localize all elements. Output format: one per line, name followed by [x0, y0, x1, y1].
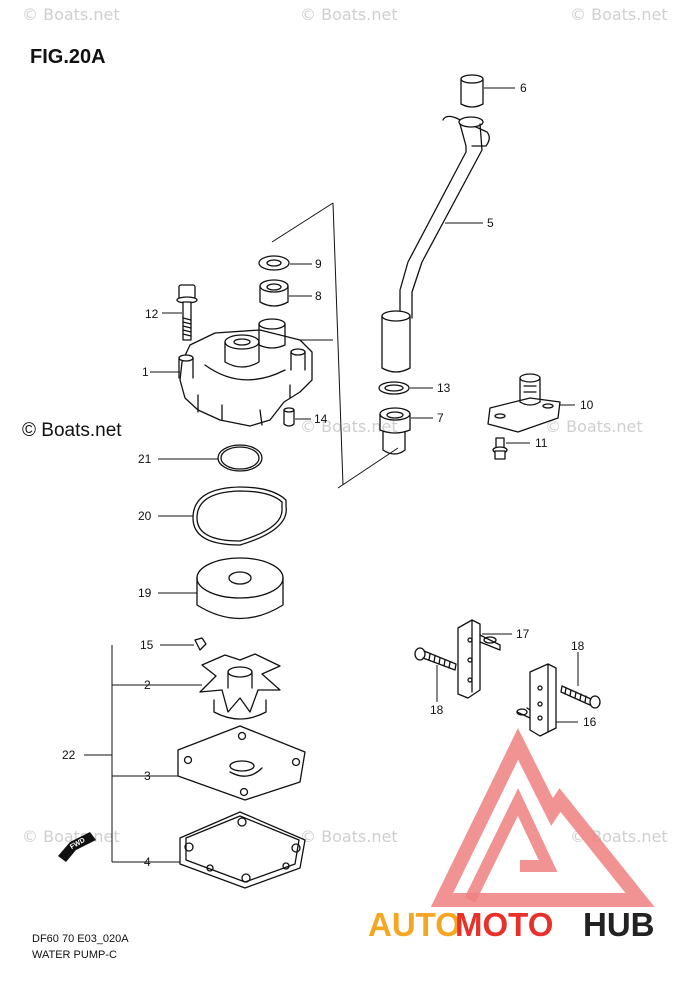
part-10-water-inlet	[487, 373, 561, 433]
callout-4: 4	[144, 855, 151, 869]
callout-5: 5	[487, 216, 494, 230]
part-20-gasket-ring	[192, 486, 287, 546]
part-19-liner	[196, 557, 284, 620]
watermark: © Boats.net	[22, 5, 120, 24]
callout-3: 3	[144, 769, 151, 783]
callout-18-right: 18	[571, 639, 585, 653]
callout-2: 2	[144, 678, 151, 692]
footer-name: WATER PUMP-C	[32, 949, 117, 961]
callout-22: 22	[62, 748, 76, 762]
part-13-washer	[378, 381, 410, 395]
watermark: © Boats.net	[300, 417, 398, 436]
callout-11: 11	[535, 436, 548, 450]
part-1-pump-case	[178, 318, 313, 427]
part-18-screw-right	[560, 685, 601, 709]
logo-text-moto: MOTO	[455, 906, 553, 943]
callout-21: 21	[138, 452, 152, 466]
part-8-seal	[259, 279, 289, 307]
callout-8: 8	[315, 289, 322, 303]
part-4-gasket	[179, 811, 306, 889]
callout-9: 9	[315, 257, 322, 271]
callout-17: 17	[516, 627, 530, 641]
automotohub-logo: AUTO MOTO HUB	[368, 728, 655, 943]
watermark: © Boats.net	[300, 827, 398, 846]
figure-title: FIG.20A	[30, 46, 106, 68]
part-2-impeller	[199, 653, 281, 720]
part-17-bracket	[457, 619, 501, 699]
callout-6: 6	[520, 81, 527, 95]
callout-15: 15	[140, 638, 154, 652]
part-21-o-ring	[217, 444, 263, 472]
watermark: © Boats.net	[570, 5, 668, 24]
part-6-grommet	[460, 74, 484, 108]
callout-12: 12	[145, 307, 159, 321]
watermark-large: © Boats.net	[22, 420, 122, 441]
part-16-bracket	[516, 663, 557, 737]
logo-text-auto: AUTO	[368, 906, 461, 943]
callout-20: 20	[138, 509, 152, 523]
watermark: © Boats.net	[22, 827, 120, 846]
part-5-water-tube	[381, 115, 490, 373]
callout-13: 13	[437, 381, 451, 395]
callout-1: 1	[142, 365, 149, 379]
part-14-pin	[283, 407, 295, 427]
callout-18-left: 18	[430, 703, 444, 717]
callout-16: 16	[583, 715, 597, 729]
logo-text-hub: HUB	[583, 906, 655, 943]
watermark: © Boats.net	[545, 417, 643, 436]
watermark: © Boats.net	[300, 5, 398, 24]
part-11-screw	[492, 437, 508, 460]
callout-19: 19	[138, 586, 152, 600]
part-12-bolt	[176, 284, 198, 341]
callout-14: 14	[314, 412, 328, 426]
part-9-washer	[258, 255, 290, 271]
footer-code: DF60 70 E03_020A	[32, 933, 129, 945]
part-3-plate	[177, 725, 306, 801]
callout-10: 10	[580, 398, 594, 412]
part-18-screw-left	[414, 647, 457, 671]
callout-7: 7	[437, 411, 444, 425]
part-7-grommet	[379, 407, 411, 455]
part-15-key	[194, 637, 207, 651]
